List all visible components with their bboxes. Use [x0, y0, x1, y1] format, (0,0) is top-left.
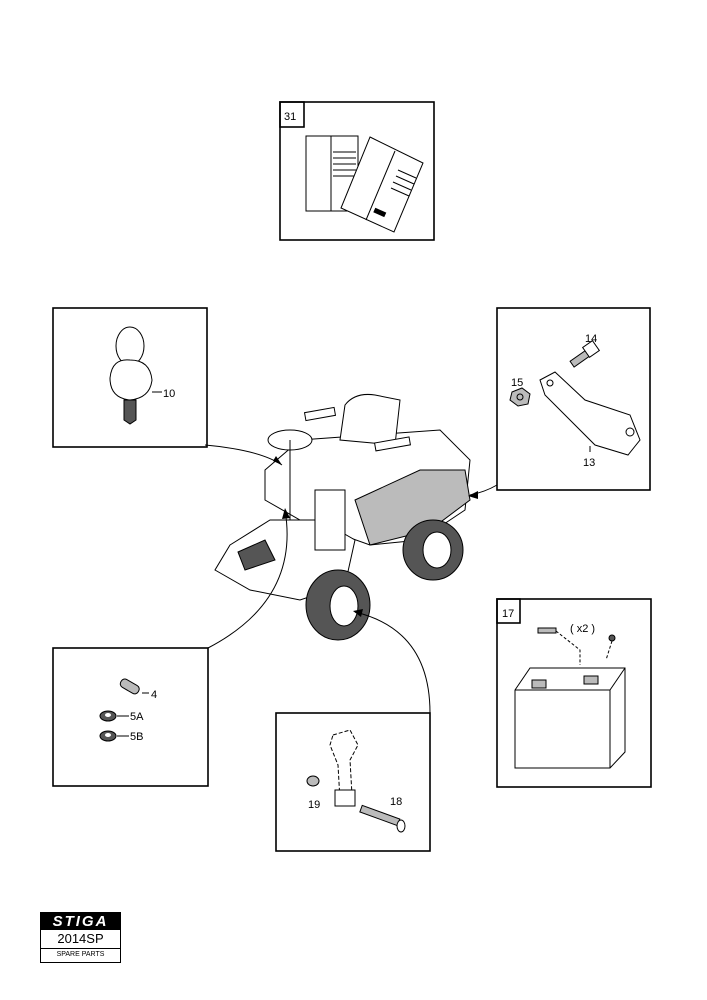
riding-mower-illustration: [214, 394, 471, 641]
callout-19: 19: [308, 799, 320, 811]
callout-17: 17: [502, 608, 514, 620]
logo-edition: 2014SP: [41, 930, 120, 949]
logo-brand: STIGA: [41, 913, 120, 930]
ignition-key-icon: [109, 326, 153, 425]
manual-booklet-icon: [305, 135, 424, 233]
battery-quantity-label: ( x2 ): [570, 623, 595, 635]
battery-icon: [514, 627, 626, 769]
callout-18: 18: [390, 796, 402, 808]
bracket-panel: 14 15 13: [496, 307, 651, 491]
logo-caption: SPARE PARTS: [56, 951, 105, 958]
ignition-key-panel: 10: [52, 307, 208, 448]
manuals-panel: 31: [279, 101, 435, 241]
callout-10: 10: [163, 388, 175, 400]
pin-icon: [119, 678, 140, 695]
washer-5b-icon: [99, 730, 117, 742]
callout-14: 14: [585, 333, 597, 345]
arrow-head-icon: [353, 609, 363, 617]
pedal-icon: [306, 729, 406, 833]
stiga-logo: STIGA 2014SP SPARE PARTS: [40, 912, 121, 963]
callout-5a: 5A: [130, 711, 144, 723]
battery-panel: 17 ( x2 ): [496, 598, 652, 788]
pin-washer-panel: 4 5A 5B: [52, 647, 209, 787]
leader-lines: [204, 444, 498, 714]
arrow-head-icon: [273, 456, 282, 465]
callout-15: 15: [511, 377, 523, 389]
arrow-head-icon: [282, 508, 290, 519]
pedal-panel: 19 18: [275, 712, 431, 852]
callout-13: 13: [583, 457, 595, 469]
callout-5b: 5B: [130, 731, 143, 743]
washer-5a-icon: [99, 710, 117, 722]
arrow-head-icon: [468, 491, 478, 499]
callout-4: 4: [151, 689, 157, 701]
bracket-icon: [509, 339, 641, 456]
callout-31: 31: [284, 111, 296, 123]
